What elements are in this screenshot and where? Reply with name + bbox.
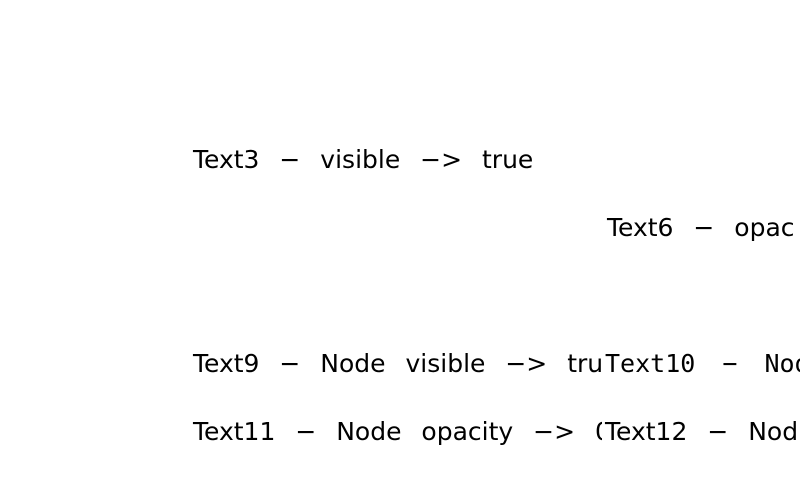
text-item-text6: Text6 − opac: [607, 213, 795, 242]
text-item-text12: Text12 − Nod: [602, 415, 799, 449]
text-item-text9: Text9 − Node visible −> tru: [193, 349, 604, 378]
text-item-text3: Text3 − visible −> true: [193, 145, 534, 174]
text-item-text11: Text11 − Node opacity −> 0: [193, 417, 611, 446]
text-item-text10: Text10 − Nod: [602, 347, 800, 381]
